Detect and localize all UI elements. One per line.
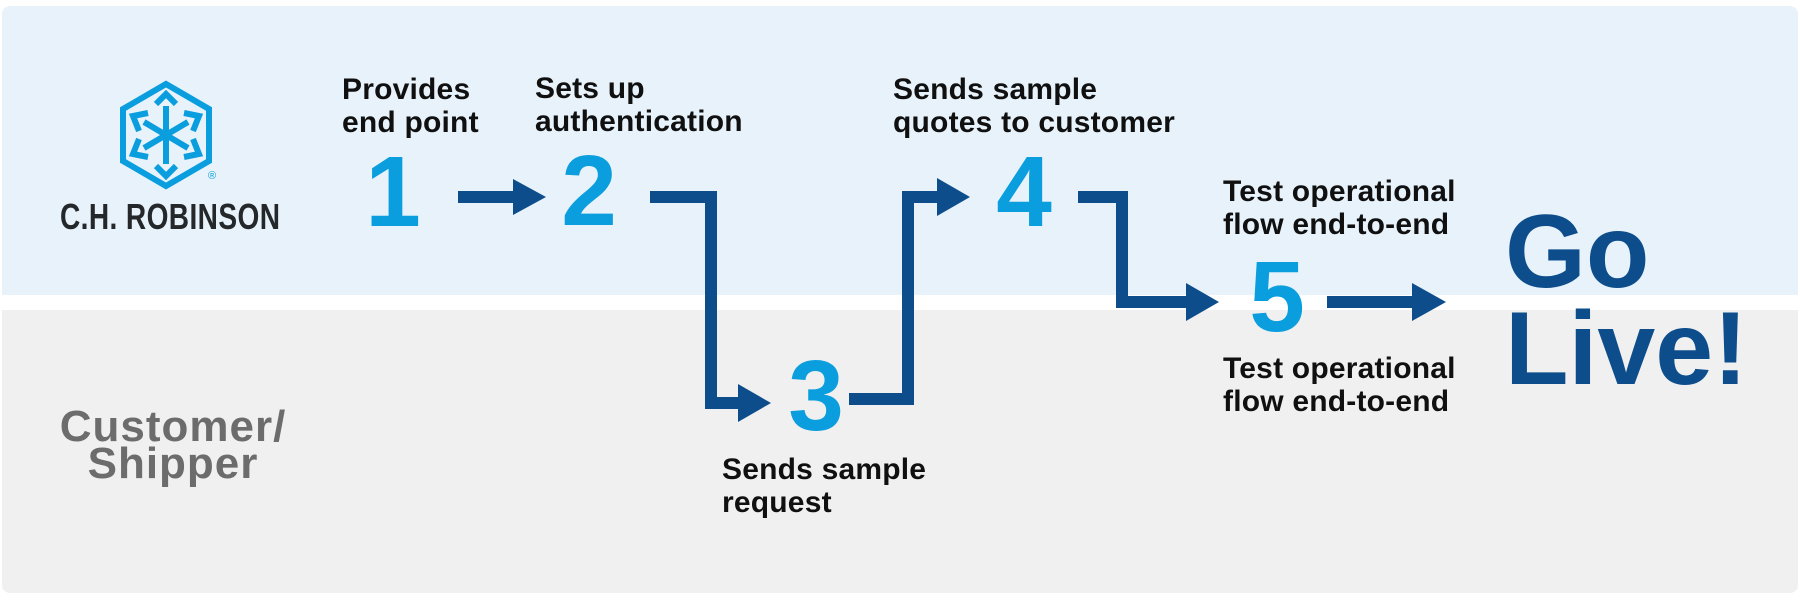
step3-label: Sends sample request [722,453,926,519]
step5-label-bottom: Test operational flow end-to-end [1223,352,1456,418]
step4-number: 4 [996,136,1052,248]
step4-label-line1: Sends sample [893,73,1098,106]
step5-label-top-line2: flow end-to-end [1223,208,1450,241]
go-live-line1: Go [1505,194,1650,310]
step3-label-line2: request [722,486,832,519]
step5-label-top-line1: Test operational [1223,175,1456,208]
step5-label-bottom-line1: Test operational [1223,352,1456,385]
chr-wordmark: C.H. ROBINSON [60,196,281,237]
step1-label: Provides end point [342,73,479,139]
registered-trademark-icon: ® [208,170,216,182]
step2-label-line2: authentication [535,105,743,138]
go-live-line2: Live! [1505,291,1748,407]
chr-hexagon-arrows-logo-icon: ® [120,80,216,190]
step5-label-top: Test operational flow end-to-end [1223,175,1456,241]
step5-number: 5 [1249,241,1305,353]
step3-label-line1: Sends sample [722,453,927,486]
customer-shipper-line2: Shipper [87,439,259,488]
step4-label: Sends sample quotes to customer [893,73,1175,139]
step2-label: Sets up authentication [535,72,743,138]
go-live-text: Go Live! [1505,194,1748,407]
step1-number: 1 [365,136,421,248]
customer-shipper-line1: Customer/ [59,402,287,451]
customer-shipper-label: Customer/ Shipper [40,402,306,488]
step1-label-line1: Provides [342,73,471,106]
step2-label-line1: Sets up [535,72,645,105]
step3-number: 3 [788,340,844,452]
step2-number: 2 [561,135,617,247]
step4-label-line2: quotes to customer [893,106,1175,139]
step1-label-line2: end point [342,106,479,139]
step5-label-bottom-line2: flow end-to-end [1223,385,1450,418]
